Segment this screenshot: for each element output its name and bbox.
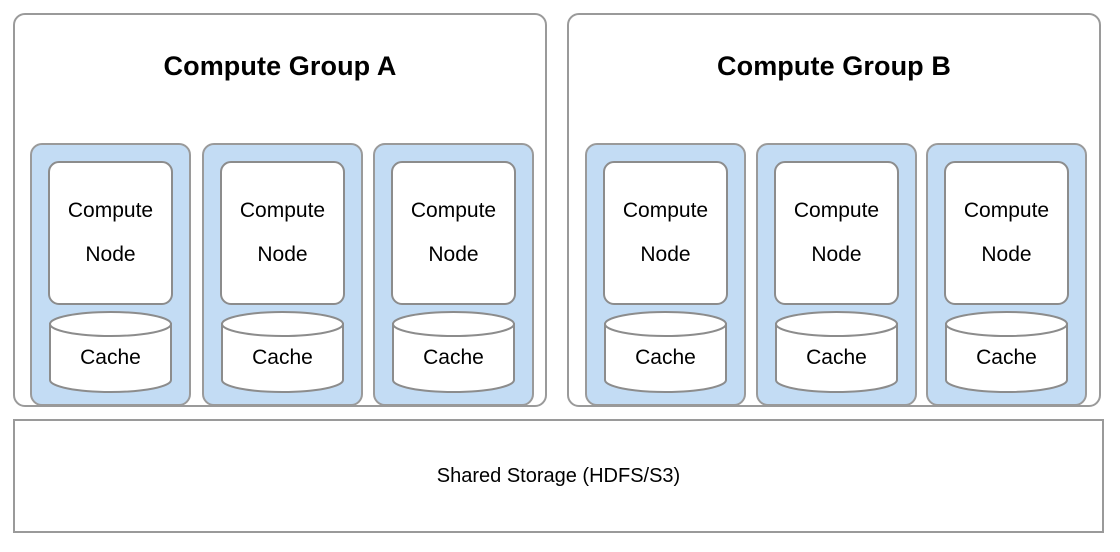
cache-label-b3: Cache [976,346,1037,369]
node-card-a1: Compute Node Cache [30,143,191,406]
cache-cylinder-b3: Cache [944,311,1069,393]
node-card-b1: Compute Node Cache [585,143,746,406]
compute-node-label-line2: Node [257,243,308,266]
cylinder-icon [604,311,727,393]
compute-node-label-line2: Node [428,243,479,266]
cache-label-a3: Cache [423,346,484,369]
cylinder-icon [392,311,515,393]
cylinder-icon [49,311,172,393]
node-card-a2: Compute Node Cache [202,143,363,406]
compute-node-b1: Compute Node [603,161,728,305]
node-card-b3: Compute Node Cache [926,143,1087,406]
compute-node-b3: Compute Node [944,161,1069,305]
compute-node-b2: Compute Node [774,161,899,305]
compute-group-a-title: Compute Group A [163,51,397,81]
compute-group-b-title: Compute Group B [717,51,951,81]
compute-node-a1: Compute Node [48,161,173,305]
shared-storage-label: Shared Storage (HDFS/S3) [436,464,681,487]
compute-node-label-line1: Compute [410,199,497,222]
cylinder-icon [775,311,898,393]
cache-label-a1: Cache [80,346,141,369]
cache-cylinder-a2: Cache [220,311,345,393]
cache-cylinder-b2: Cache [774,311,899,393]
node-card-a3: Compute Node Cache [373,143,534,406]
compute-node-label-line2: Node [811,243,862,266]
node-card-b2: Compute Node Cache [756,143,917,406]
compute-node-label-line2: Node [85,243,136,266]
compute-node-label-line1: Compute [963,199,1050,222]
compute-node-a3: Compute Node [391,161,516,305]
compute-node-a2: Compute Node [220,161,345,305]
cache-cylinder-a3: Cache [391,311,516,393]
cache-label-a2: Cache [252,346,313,369]
compute-node-label-line2: Node [981,243,1032,266]
compute-node-label-line1: Compute [622,199,709,222]
shared-storage-box: Shared Storage (HDFS/S3) [13,419,1104,533]
cache-cylinder-b1: Cache [603,311,728,393]
cache-cylinder-a1: Cache [48,311,173,393]
compute-node-label-line2: Node [640,243,691,266]
cylinder-icon [221,311,344,393]
compute-node-label-line1: Compute [793,199,880,222]
cache-label-b1: Cache [635,346,696,369]
cylinder-icon [945,311,1068,393]
compute-group-a-box: Compute Group A Compute Node Cache Compu… [13,13,547,407]
compute-group-b-box: Compute Group B Compute Node Cache Compu… [567,13,1101,407]
compute-node-label-line1: Compute [239,199,326,222]
compute-node-label-line1: Compute [67,199,154,222]
cache-label-b2: Cache [806,346,867,369]
